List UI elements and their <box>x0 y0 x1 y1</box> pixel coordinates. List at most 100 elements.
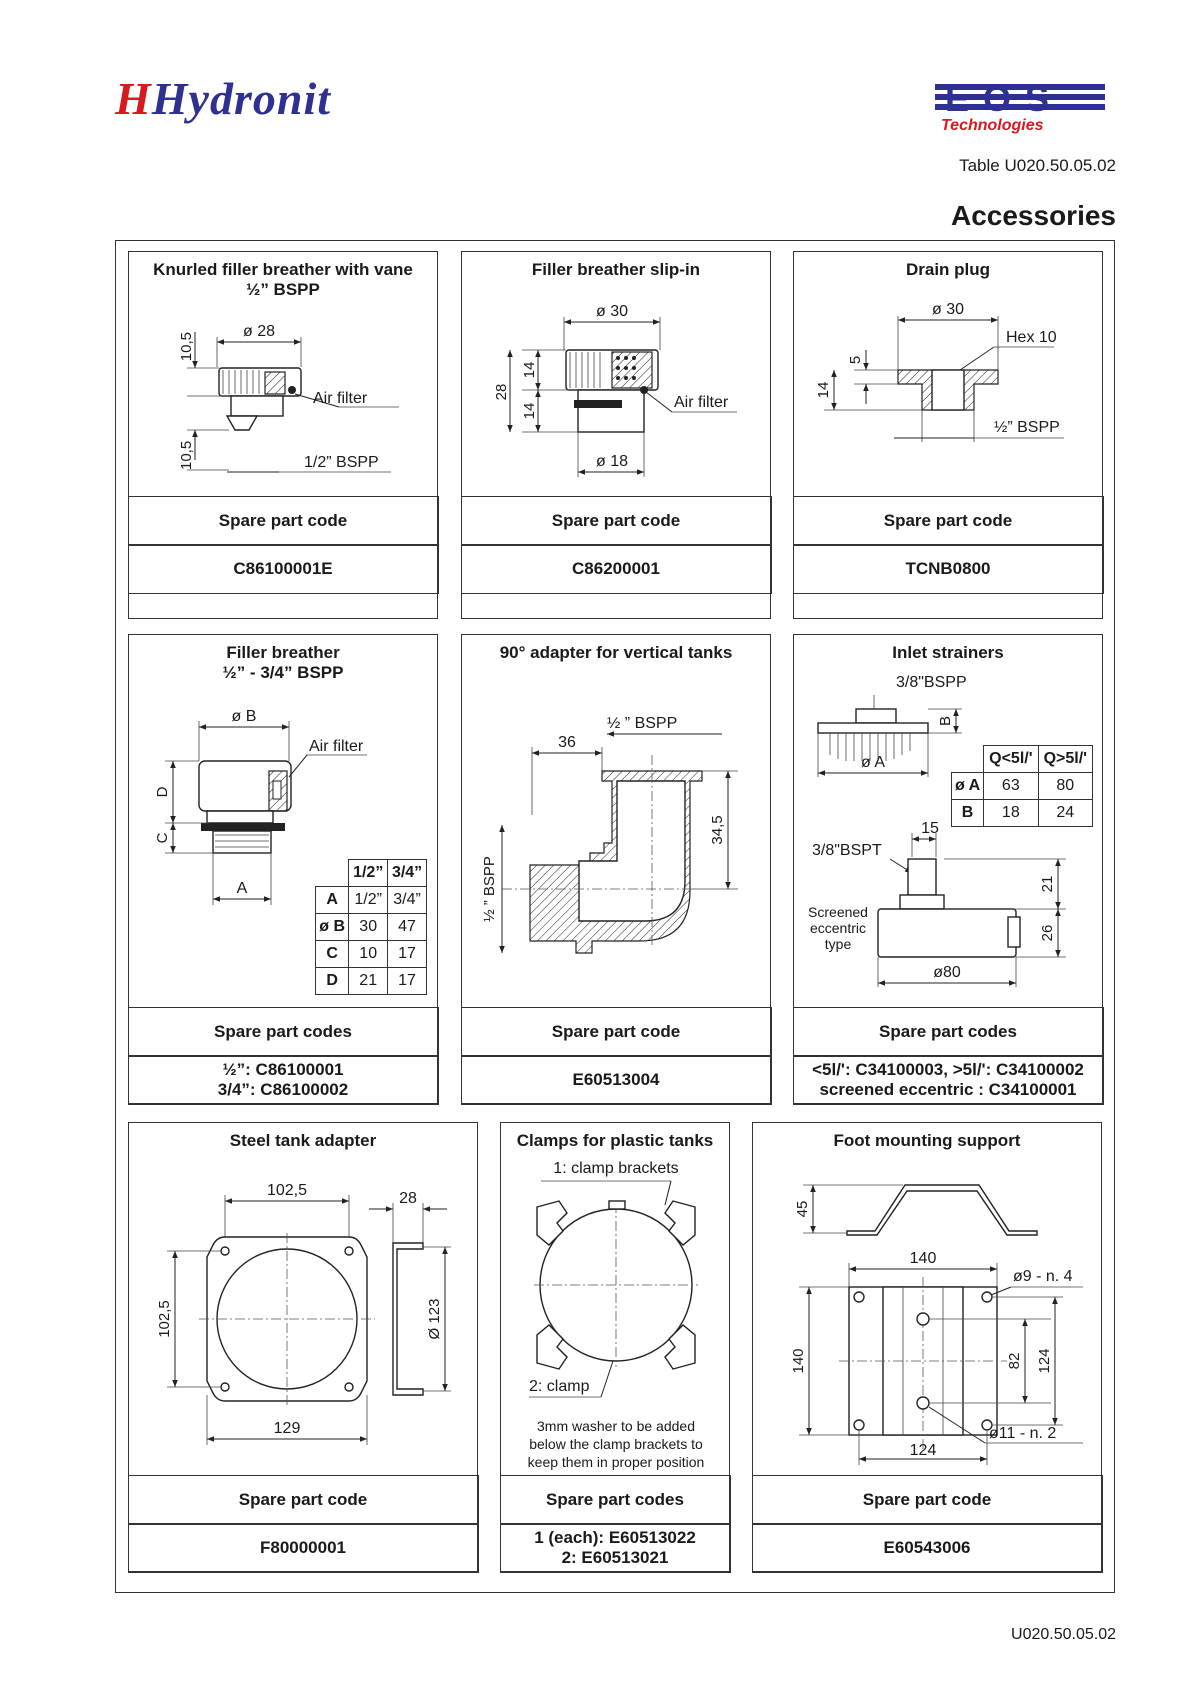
dim-filter: Air filter <box>313 390 368 407</box>
dim-b: B <box>937 716 954 726</box>
screened-label-2: eccentric <box>810 920 866 936</box>
spare-part-label-row: Spare part code <box>127 496 439 546</box>
note-line-3: keep them in proper position <box>528 1454 705 1470</box>
spare-part-label-row: Spare part code <box>751 1475 1103 1525</box>
dim-a: A <box>237 880 248 897</box>
dim-c: C <box>154 832 171 843</box>
spare-part-code: E60513004 <box>572 1070 660 1089</box>
label-clamp: 2: clamp <box>529 1378 590 1395</box>
note-line-2: below the clamp brackets to <box>529 1436 703 1452</box>
dim-w124: 124 <box>910 1442 937 1459</box>
spare-part-code-row: F80000001 <box>127 1523 479 1573</box>
dim-h45: 45 <box>794 1201 811 1218</box>
spare-part-label-row: Spare part codes <box>499 1475 731 1525</box>
dim-h14: 14 <box>815 382 832 399</box>
dim-h14-bottom: 14 <box>521 403 538 420</box>
spare-part-code: C86100001E <box>233 559 333 578</box>
spare-part-code: TCNB0800 <box>905 559 991 578</box>
dim-filter: Air filter <box>674 394 729 411</box>
clamps-drawing: 1: clamp brackets 2: clamp 3mm washer to… <box>501 1153 729 1483</box>
knurled-drawing: ø 28 Air filter 10,5 10,5 1/2” BSPP <box>129 302 437 522</box>
dim-h345: 34,5 <box>709 815 726 844</box>
dim-filter: Air filter <box>309 738 364 755</box>
panel-title: Clamps for plastic tanks <box>516 1131 714 1150</box>
accessories-frame <box>115 240 1115 1593</box>
dim-bspp-side: ½ ” BSPP <box>481 856 498 922</box>
dim-d18: ø 18 <box>596 453 628 470</box>
dim-h26: 26 <box>1039 925 1056 942</box>
foot-drawing: 45 140 ø9 - n. 4 140 82 124 ø11 <box>753 1153 1101 1483</box>
dim-h105-bottom: 10,5 <box>178 441 195 470</box>
label-brackets: 1: clamp brackets <box>553 1160 678 1177</box>
spare-part-label-row: Spare part code <box>460 496 772 546</box>
screened-label-1: Screened <box>808 904 868 920</box>
dim-h21: 21 <box>1039 876 1056 893</box>
panel-title: 90° adapter for vertical tanks <box>499 643 733 662</box>
spare-part-code: C86200001 <box>572 559 660 578</box>
panel-steel-tank-adapter: Steel tank adapter 102,5 102,5 129 28 Ø … <box>127 1122 479 1573</box>
panel-title: Filler breather slip-in <box>531 260 701 279</box>
dim-h140: 140 <box>790 1348 807 1373</box>
spare-part-label-row: Spare part codes <box>792 1007 1104 1057</box>
panel-clamps: Clamps for plastic tanks 1: clamp bracke… <box>499 1122 731 1573</box>
dim-bspp: ½” BSPP <box>994 419 1060 436</box>
panel-title: Inlet strainers <box>892 643 1004 662</box>
spare-part-code-row: TCNB0800 <box>792 544 1104 594</box>
dim-w15: 15 <box>921 820 939 837</box>
footer-code: U020.50.05.02 <box>1011 1626 1116 1643</box>
eos-logo-sub: Technologies <box>941 117 1044 134</box>
dim-h105-top: 10,5 <box>178 332 195 361</box>
panel-slipin-breather: Filler breather slip-in ø 30 28 14 1 <box>460 251 772 619</box>
dim-h28: 28 <box>493 384 510 401</box>
dim-w1025: 102,5 <box>267 1182 307 1199</box>
dim-bspp: 3/8"BSPP <box>896 674 967 691</box>
panel-90-adapter: 90° adapter for vertical tanks ½ ” BSPP … <box>460 634 772 1105</box>
dim-hex: Hex 10 <box>1006 329 1057 346</box>
spare-part-code: F80000001 <box>259 1538 347 1557</box>
spare-part-code-row: E60513004 <box>460 1055 772 1105</box>
spare-part-label-row: Spare part code <box>127 1475 479 1525</box>
dim-h14-top: 14 <box>521 362 538 379</box>
spare-part-label-row: Spare part codes <box>127 1007 439 1057</box>
steel-drawing: 102,5 102,5 129 28 Ø 123 <box>129 1163 477 1483</box>
dim-h124: 124 <box>1036 1348 1053 1373</box>
spare-part-code: E60543006 <box>883 1538 971 1557</box>
slipin-drawing: ø 30 28 14 14 Air filter <box>462 292 770 522</box>
dim-d30: ø 30 <box>932 301 964 318</box>
spare-part-label-row: Spare part code <box>792 496 1104 546</box>
dim-d30: ø 30 <box>596 303 628 320</box>
panel-drain-plug: Drain plug ø 30 Hex 10 5 14 ½” BSPP Spar… <box>792 251 1104 619</box>
dim-b: ø B <box>232 708 257 725</box>
dim-h1025: 102,5 <box>156 1300 173 1338</box>
eos-logo-main: EOS <box>945 78 1063 119</box>
dim-bspt: 3/8"BSPT <box>812 842 882 859</box>
spare-part-label-row: Spare part code <box>460 1007 772 1057</box>
dim-w140: 140 <box>910 1250 937 1267</box>
dim-w129: 129 <box>274 1420 301 1437</box>
panel-title: Drain plug <box>905 260 991 279</box>
dim-w28: 28 <box>399 1190 417 1207</box>
dim-d123: Ø 123 <box>426 1299 443 1340</box>
dim-w36: 36 <box>558 734 576 751</box>
dim-d28: ø 28 <box>243 323 275 340</box>
filler-drawing: ø B Air filter D C A <box>129 695 437 945</box>
panel-title: Steel tank adapter <box>229 1131 377 1150</box>
dim-d9: ø9 - n. 4 <box>1013 1268 1073 1285</box>
drain-drawing: ø 30 Hex 10 5 14 ½” BSPP <box>794 292 1102 492</box>
dim-bspp-top: ½ ” BSPP <box>607 715 677 732</box>
